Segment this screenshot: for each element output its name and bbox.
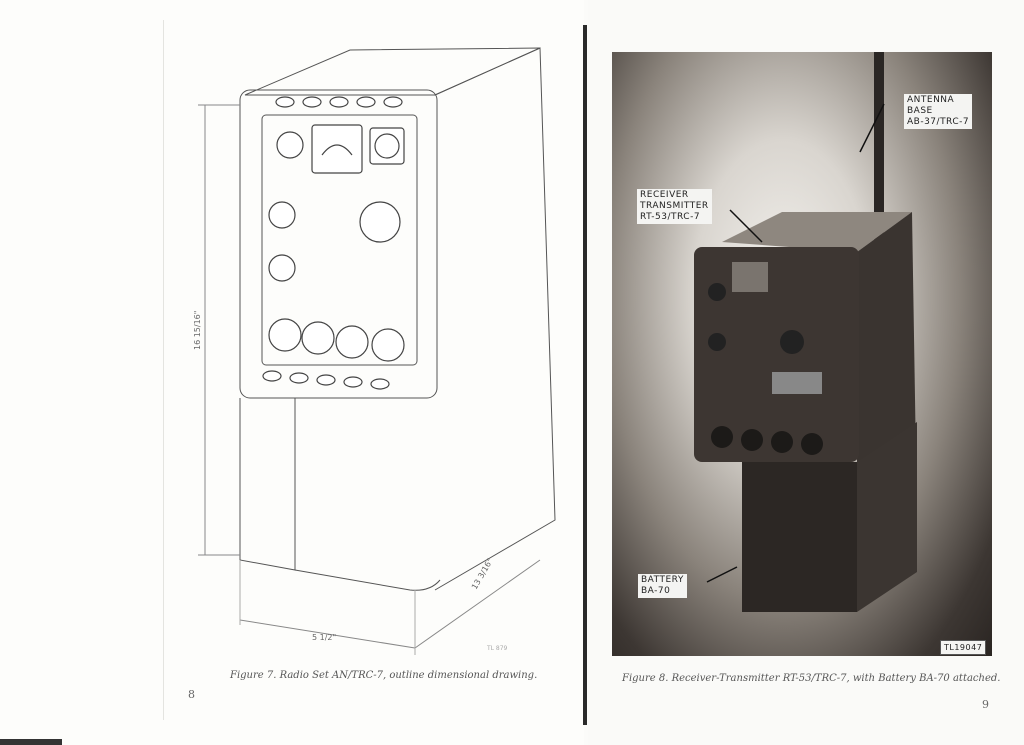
- battery-callout: BATTERY BA-70: [638, 574, 687, 598]
- radio-front-panel: [694, 247, 859, 462]
- radio-case: [722, 212, 912, 252]
- height-dimension-line: [198, 104, 240, 556]
- battery-outline: [239, 398, 296, 571]
- figure-7-caption: Figure 7. Radio Set AN/TRC-7, outline di…: [230, 670, 538, 681]
- antenna-mast: [874, 52, 884, 262]
- margin-line: [163, 20, 164, 720]
- case-top: [244, 47, 541, 96]
- drawing-reference: TL 879: [486, 645, 508, 652]
- receiver-transmitter-photo: ANTENNA BASE AB-37/TRC-7 RECEIVER TRANSM…: [612, 52, 992, 656]
- page-number-right: 9: [982, 698, 989, 711]
- case-side: [434, 47, 556, 591]
- photo-reference: TL19047: [940, 640, 987, 655]
- book-spine: [583, 25, 587, 725]
- height-dimension-label: 16 15/16": [193, 311, 202, 350]
- figure-8-caption: Figure 8. Receiver-Transmitter RT-53/TRC…: [622, 673, 1001, 684]
- width-dimension-label: 5 1/2": [312, 633, 336, 642]
- left-page: [0, 0, 584, 745]
- scan-edge: [0, 739, 62, 745]
- radio-set-outline-drawing: 16 15/16" 13 3/16" 5 1/2" TL 879: [193, 47, 556, 655]
- battery: [742, 462, 857, 612]
- page-number-left: 8: [188, 688, 195, 701]
- width-dimension-line: [239, 559, 541, 649]
- receiver-transmitter-callout: RECEIVER TRANSMITTER RT-53/TRC-7: [637, 189, 712, 224]
- front-panel: [239, 89, 438, 399]
- antenna-base-callout: ANTENNA BASE AB-37/TRC-7: [904, 94, 973, 129]
- radio-photo-illustration: [694, 52, 917, 612]
